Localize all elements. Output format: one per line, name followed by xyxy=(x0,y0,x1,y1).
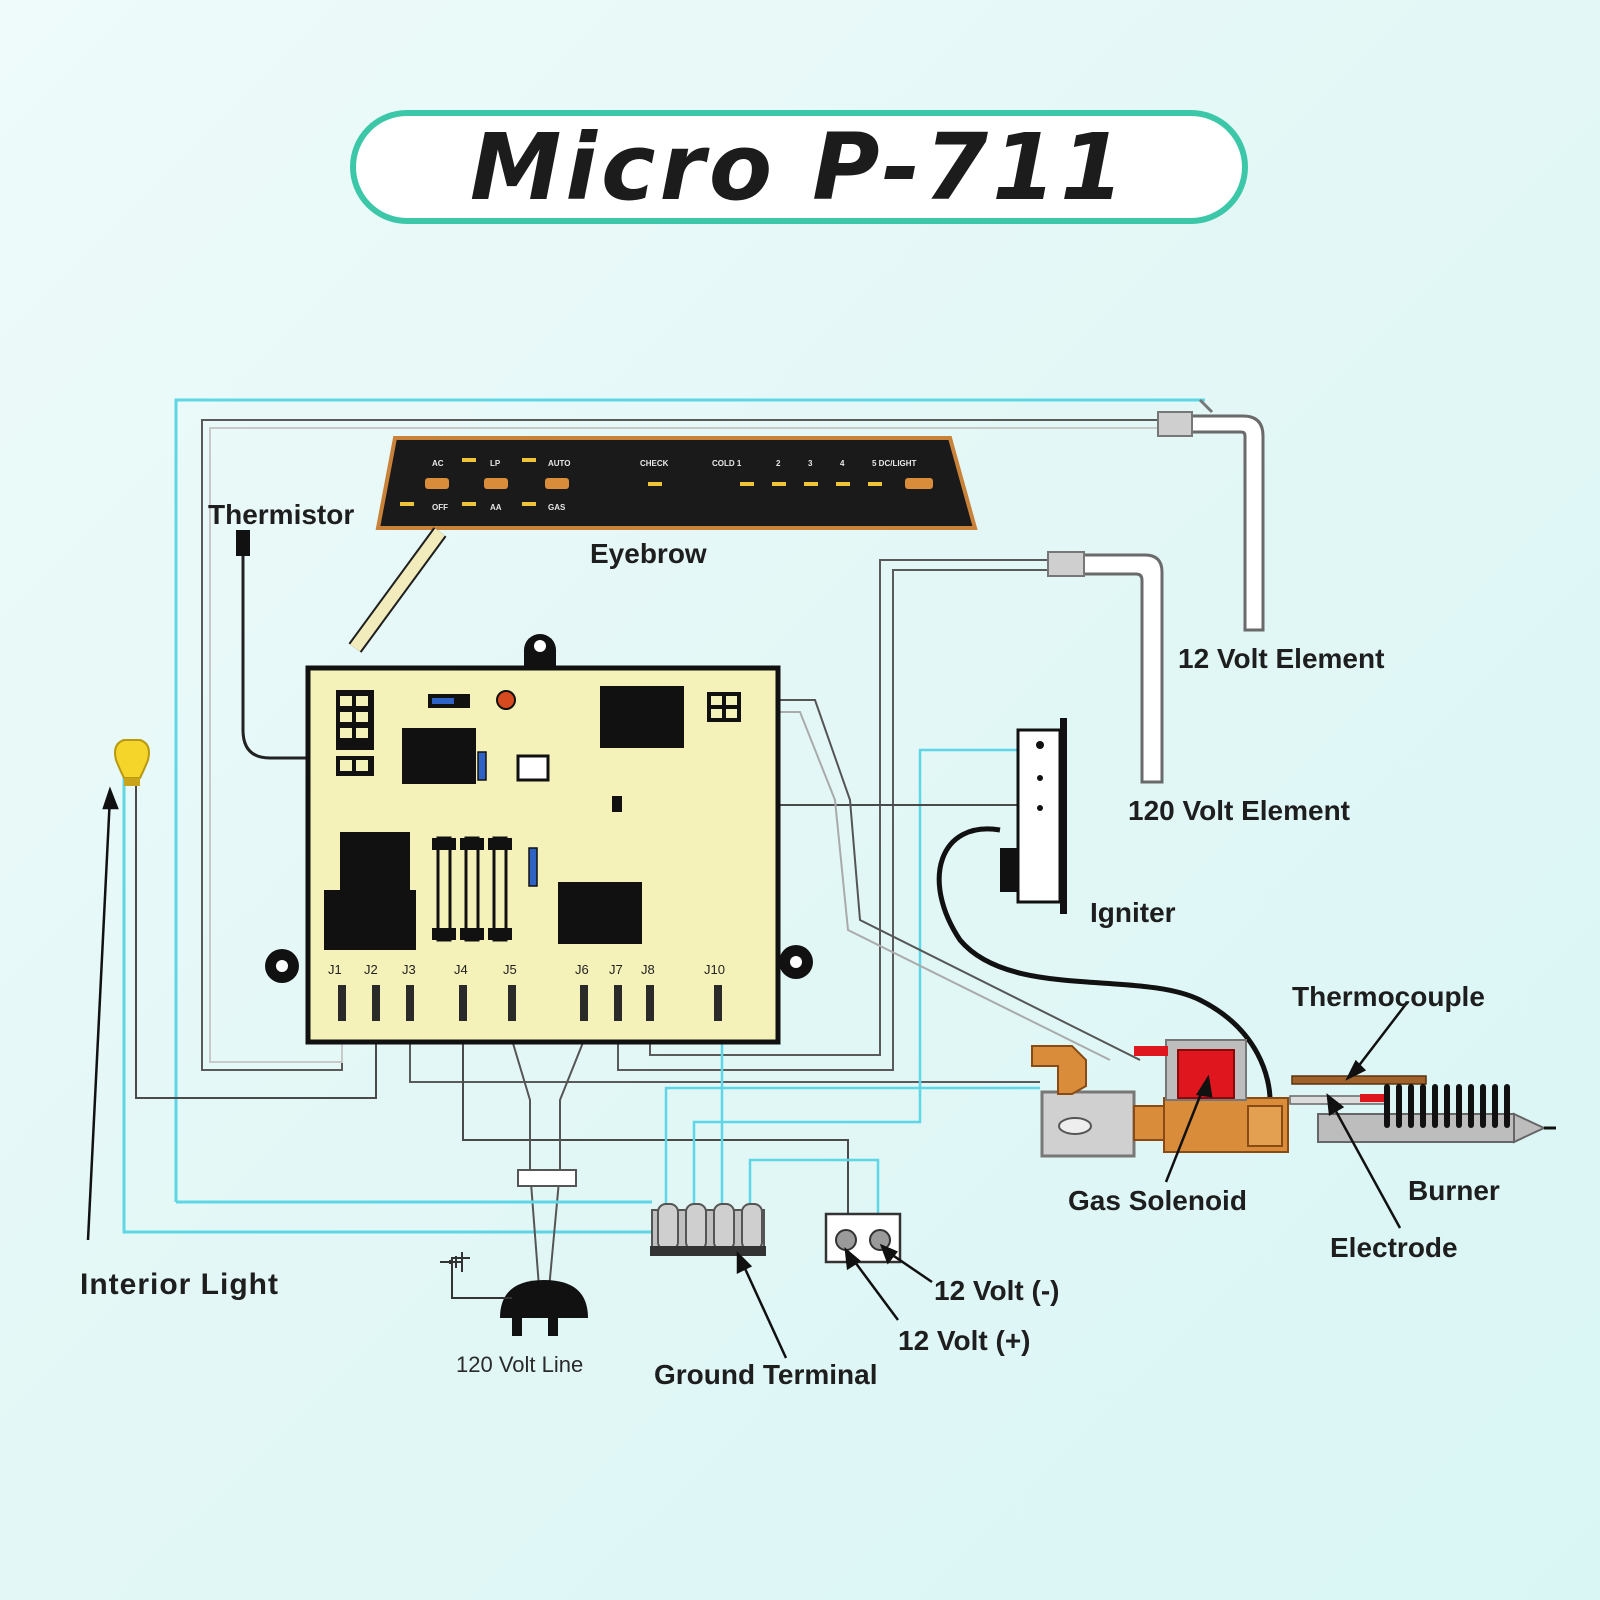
ground-symbol-icon xyxy=(440,1252,463,1272)
eyebrow-panel: AC LP AUTO CHECK COLD 1 2 3 4 5 DC/LIGHT OFF A… xyxy=(375,436,978,530)
label-12v-negative: 12 Volt (-) xyxy=(934,1275,1059,1306)
interior-light-bulb xyxy=(114,739,150,786)
label-120v-line: 120 Volt Line xyxy=(456,1352,583,1377)
label-12v-positive: 12 Volt (+) xyxy=(898,1325,1031,1356)
title-banner: Micro P-711 xyxy=(350,110,1248,224)
svg-text:OFF: OFF xyxy=(432,503,448,512)
page-title: Micro P-711 xyxy=(469,113,1129,221)
thermistor xyxy=(236,530,250,556)
label-thermocouple: Thermocouple xyxy=(1292,981,1485,1012)
svg-text:4: 4 xyxy=(840,459,845,468)
label-gas-solenoid: Gas Solenoid xyxy=(1068,1185,1247,1216)
gas-solenoid xyxy=(1031,1039,1289,1158)
label-eyebrow: Eyebrow xyxy=(590,538,707,569)
svg-text:AC: AC xyxy=(432,459,444,468)
svg-text:COLD 1: COLD 1 xyxy=(712,459,742,468)
control-board: J1 J2 J3 J4 J5 J6 J7 J8 J10 xyxy=(265,634,813,1045)
label-12v-element: 12 Volt Element xyxy=(1178,643,1384,674)
pin-label-j5: J5 xyxy=(503,962,517,977)
label-burner: Burner xyxy=(1408,1175,1500,1206)
label-interior-light: Interior Light xyxy=(80,1268,279,1301)
svg-text:3: 3 xyxy=(808,459,813,468)
svg-text:5 DC/LIGHT: 5 DC/LIGHT xyxy=(872,459,917,468)
igniter xyxy=(1000,718,1067,914)
ground-terminal-block xyxy=(650,1203,766,1256)
leader-arrows xyxy=(86,786,1407,1359)
pin-label-j3: J3 xyxy=(402,962,416,977)
pin-label-j4: J4 xyxy=(454,962,468,977)
label-ground-terminal: Ground Terminal xyxy=(654,1359,878,1390)
pin-label-j6: J6 xyxy=(575,962,589,977)
label-thermistor: Thermistor xyxy=(208,499,354,530)
svg-text:AA: AA xyxy=(490,503,502,512)
element-12v xyxy=(1157,398,1265,632)
line-plug xyxy=(440,1169,588,1336)
svg-text:GAS: GAS xyxy=(548,503,566,512)
label-electrode: Electrode xyxy=(1330,1232,1458,1263)
pin-label-j2: J2 xyxy=(364,962,378,977)
svg-text:LP: LP xyxy=(490,459,501,468)
svg-text:CHECK: CHECK xyxy=(640,459,669,468)
pin-label-j10: J10 xyxy=(704,962,725,977)
label-120v-element: 120 Volt Element xyxy=(1128,795,1350,826)
thermocouple-rod xyxy=(1291,1075,1427,1085)
pin-label-j8: J8 xyxy=(641,962,655,977)
svg-text:2: 2 xyxy=(776,459,781,468)
label-igniter: Igniter xyxy=(1090,897,1176,928)
pin-label-j1: J1 xyxy=(328,962,342,977)
connector-labels: J1 J2 J3 J4 J5 J6 J7 J8 J10 xyxy=(328,962,725,977)
svg-text:AUTO: AUTO xyxy=(548,459,571,468)
connector-pins xyxy=(338,985,722,1021)
element-120v xyxy=(1047,551,1164,784)
component-labels: Thermistor Eyebrow 12 Volt Element 120 V… xyxy=(80,499,1500,1390)
pin-label-j7: J7 xyxy=(609,962,623,977)
